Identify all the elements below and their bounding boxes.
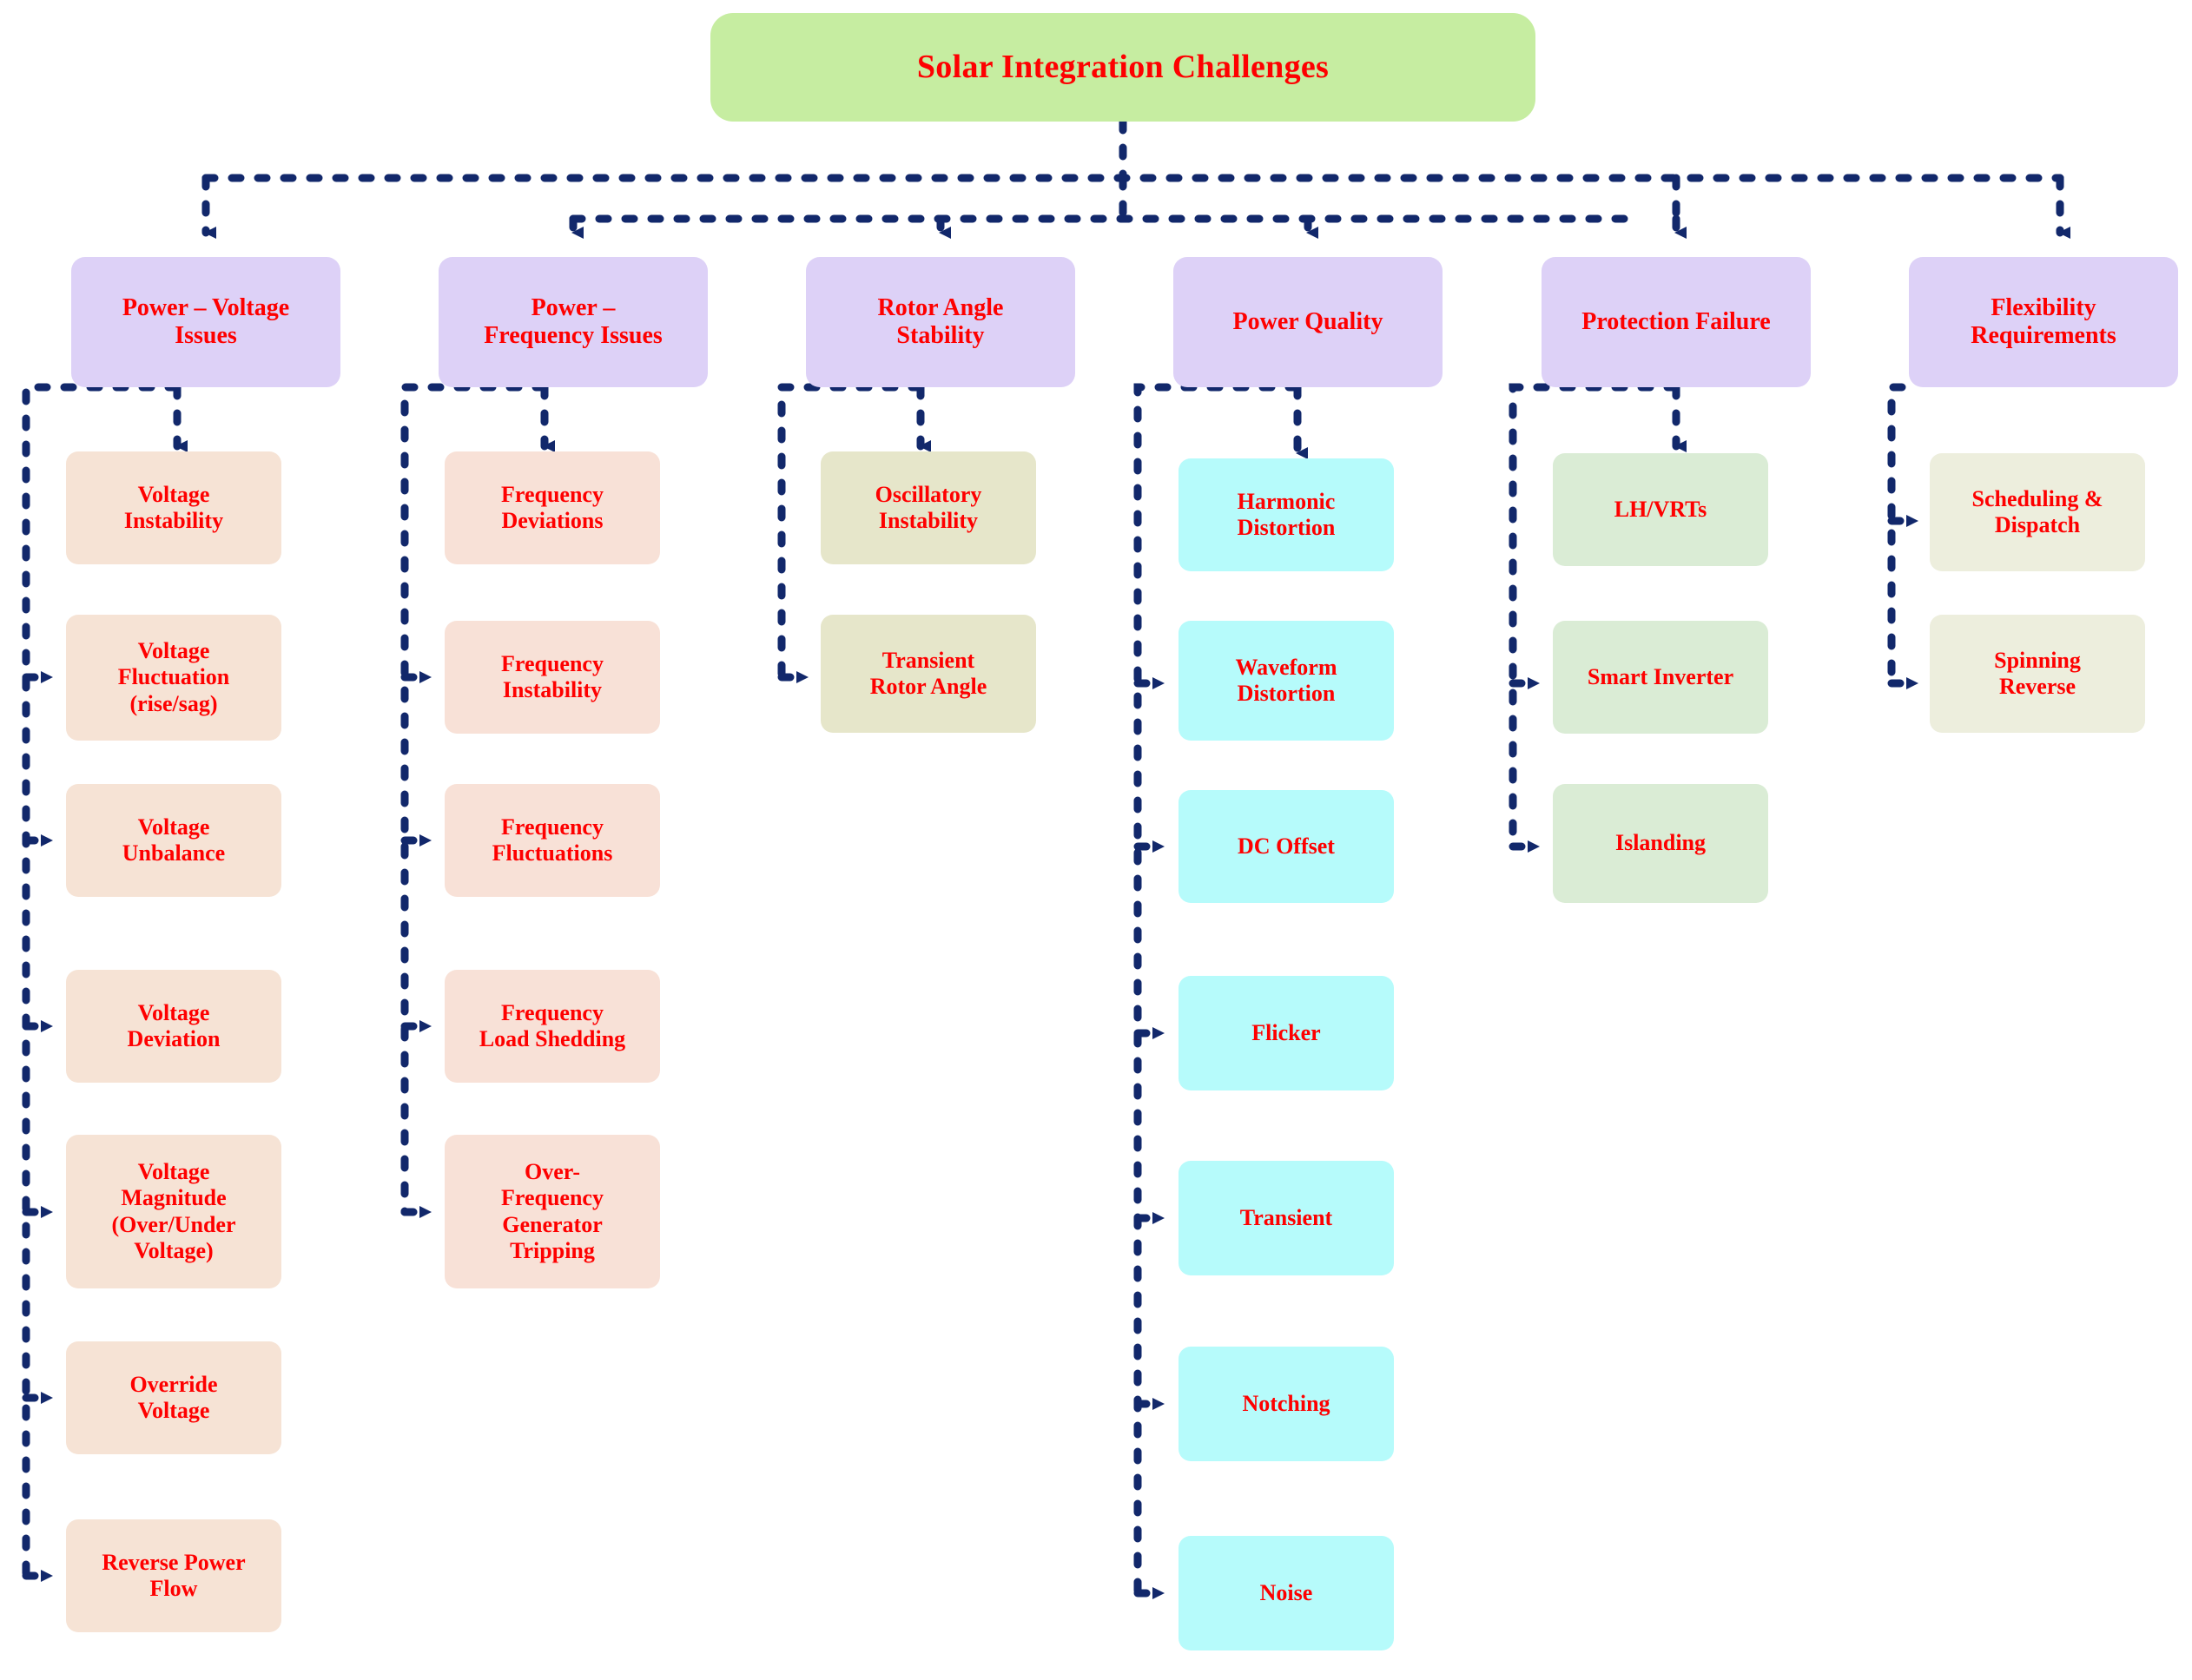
leaf-node-transient[interactable]: Transient [1179,1161,1394,1275]
root-to-branch-edges [201,117,2070,239]
branch-label: Rotor Angle Stability [877,293,1004,349]
branch-node-protection-failure[interactable]: Protection Failure [1542,257,1811,387]
leaf-label: Voltage Magnitude (Over/Under Voltage) [111,1159,236,1263]
branch-label: Protection Failure [1581,307,1771,335]
leaf-node-waveform-distortion[interactable]: Waveform Distortion [1179,621,1394,741]
leaf-node-islanding[interactable]: Islanding [1553,784,1768,903]
leaf-label: Reverse Power Flow [102,1549,246,1601]
spine-flexibility-requirements [1887,383,1906,688]
branch-label: Flexibility Requirements [1971,293,2116,349]
leaf-node-noise[interactable]: Noise [1179,1536,1394,1650]
leaf-label: Scheduling & Dispatch [1971,485,2103,537]
branch-to-child-edges [22,383,1922,1599]
root-node[interactable]: Solar Integration Challenges [710,13,1535,122]
leaf-label: Spinning Reverse [1994,647,2081,699]
leaf-node-frequency-instability[interactable]: Frequency Instability [445,621,660,734]
leaf-node-dc-offset[interactable]: DC Offset [1179,790,1394,903]
leaf-label: Flicker [1251,1019,1321,1045]
leaf-label: Voltage Fluctuation (rise/sag) [117,638,230,716]
leaf-node-scheduling-dispatch[interactable]: Scheduling & Dispatch [1930,453,2145,571]
branch-label: Power – Frequency Issues [484,293,663,349]
branch-label: Power – Voltage Issues [122,293,290,349]
leaf-node-voltage-fluctuation[interactable]: Voltage Fluctuation (rise/sag) [66,615,281,741]
leaf-node-flicker[interactable]: Flicker [1179,976,1394,1090]
leaf-label: Oscillatory Instability [875,481,982,533]
branch-label: Power Quality [1232,307,1383,335]
leaf-label: Over- Frequency Generator Tripping [501,1159,604,1263]
leaf-label: Waveform Distortion [1235,654,1337,706]
leaf-node-frequency-load-shedding[interactable]: Frequency Load Shedding [445,970,660,1083]
leaf-node-oscillatory-instability[interactable]: Oscillatory Instability [821,451,1036,564]
leaf-label: Notching [1242,1390,1330,1416]
leaf-node-harmonic-distortion[interactable]: Harmonic Distortion [1179,458,1394,571]
leaf-node-smart-inverter[interactable]: Smart Inverter [1553,621,1768,734]
leaf-label: Voltage Instability [123,481,224,533]
leaf-label: Voltage Unbalance [122,814,226,866]
leaf-label: Smart Inverter [1587,663,1734,689]
leaf-label: Frequency Deviations [501,481,604,533]
leaf-label: Frequency Instability [501,650,604,702]
leaf-label: Noise [1259,1579,1313,1605]
branch-node-power-quality[interactable]: Power Quality [1173,257,1443,387]
leaf-node-lh-vrts[interactable]: LH/VRTs [1553,453,1768,566]
leaf-label: DC Offset [1238,833,1335,859]
branch-node-flexibility-requirements[interactable]: Flexibility Requirements [1909,257,2178,387]
leaf-node-reverse-power-flow[interactable]: Reverse Power Flow [66,1519,281,1632]
branch-node-power-frequency-issues[interactable]: Power – Frequency Issues [439,257,708,387]
leaf-label: Transient Rotor Angle [869,647,987,699]
leaf-node-frequency-deviations[interactable]: Frequency Deviations [445,451,660,564]
leaf-node-notching[interactable]: Notching [1179,1347,1394,1461]
root-node-label: Solar Integration Challenges [916,49,1330,86]
leaf-label: Transient [1239,1204,1333,1230]
leaf-node-transient-rotor-angle[interactable]: Transient Rotor Angle [821,615,1036,733]
leaf-label: Harmonic Distortion [1237,488,1336,540]
leaf-label: Override Voltage [129,1371,218,1423]
branch-node-power-voltage-issues[interactable]: Power – Voltage Issues [71,257,340,387]
leaf-label: Voltage Deviation [127,999,221,1051]
leaf-node-frequency-fluctuations[interactable]: Frequency Fluctuations [445,784,660,897]
leaf-label: LH/VRTs [1614,496,1707,522]
leaf-node-over-frequency-generator-tripping[interactable]: Over- Frequency Generator Tripping [445,1135,660,1288]
leaf-label: Islanding [1614,830,1707,856]
leaf-label: Frequency Fluctuations [492,814,613,866]
leaf-node-spinning-reverse[interactable]: Spinning Reverse [1930,615,2145,733]
leaf-label: Frequency Load Shedding [479,999,626,1051]
leaf-node-voltage-unbalance[interactable]: Voltage Unbalance [66,784,281,897]
leaf-node-voltage-instability[interactable]: Voltage Instability [66,451,281,564]
leaf-node-voltage-deviation[interactable]: Voltage Deviation [66,970,281,1083]
leaf-node-voltage-magnitude[interactable]: Voltage Magnitude (Over/Under Voltage) [66,1135,281,1288]
leaf-node-override-voltage[interactable]: Override Voltage [66,1341,281,1454]
branch-node-rotor-angle-stability[interactable]: Rotor Angle Stability [806,257,1075,387]
